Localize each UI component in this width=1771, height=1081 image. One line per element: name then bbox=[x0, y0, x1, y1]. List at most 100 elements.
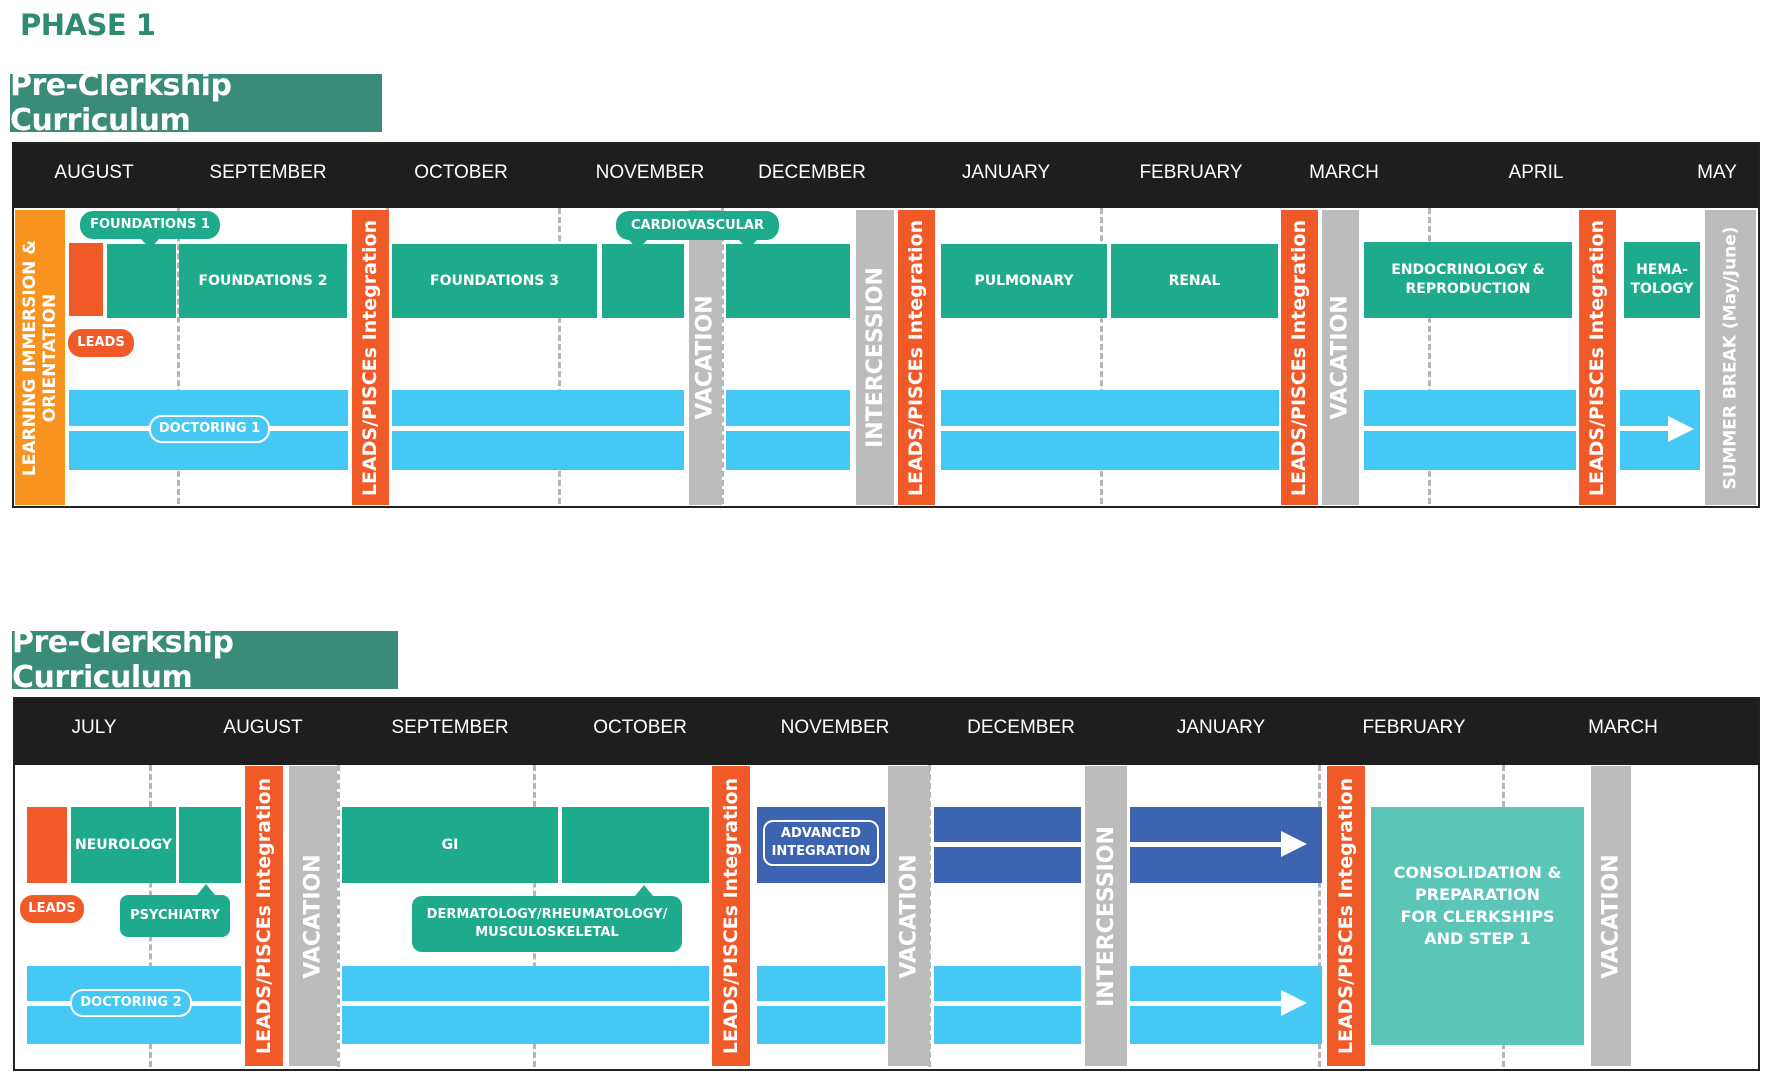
section1-month-bar: AUGUST SEPTEMBER OCTOBER NOVEMBER DECEMB… bbox=[14, 144, 1758, 208]
derm-pill: DERMATOLOGY/RHEUMATOLOGY/ MUSCULOSKELETA… bbox=[412, 896, 682, 952]
month-label: SEPTEMBER bbox=[391, 717, 509, 738]
advanced-line1: ADVANCED bbox=[780, 826, 862, 841]
endocrinology-line1: ENDOCRINOLOGY & bbox=[1391, 262, 1545, 278]
hematology-block: HEMA- TOLOGY bbox=[1624, 242, 1700, 318]
doctoring2-divider-line bbox=[1130, 1001, 1293, 1006]
navy-arrow-icon bbox=[1281, 831, 1307, 857]
endocrinology-block: ENDOCRINOLOGY & REPRODUCTION bbox=[1364, 242, 1572, 318]
psychiatry-caret bbox=[197, 884, 215, 895]
month-label: JULY bbox=[71, 717, 117, 738]
integration-bar-3: LEADS/PISCEs Integration bbox=[1327, 766, 1365, 1066]
advanced-integration-pill: ADVANCED INTEGRATION bbox=[763, 820, 879, 866]
phase-label: PHASE 1 bbox=[20, 8, 156, 42]
consolidation-line1: CONSOLIDATION & bbox=[1393, 863, 1562, 882]
doctoring1-divider-line bbox=[726, 426, 850, 431]
integration-label: LEADS/PISCEs Integration bbox=[253, 777, 275, 1055]
doctoring1-divider-line bbox=[1620, 426, 1680, 431]
leads-pill: LEADS bbox=[20, 895, 84, 923]
integration-label: LEADS/PISCEs Integration bbox=[359, 219, 382, 496]
integration-bar-4: LEADS/PISCEs Integration bbox=[1579, 210, 1616, 505]
derm-block bbox=[562, 807, 709, 883]
integration-bar-1: LEADS/PISCEs Integration bbox=[352, 210, 389, 505]
navy-divider-line bbox=[934, 842, 1081, 847]
foundations1-block bbox=[107, 244, 176, 318]
vacation-bar-1: VACATION bbox=[289, 766, 337, 1066]
leads-block bbox=[69, 243, 103, 316]
month-divider bbox=[1318, 765, 1321, 1067]
intercession-bar: INTERCESSION bbox=[1085, 766, 1127, 1066]
summer-break-bar: SUMMER BREAK (May/June) bbox=[1705, 210, 1756, 505]
cardiovascular-caret-right bbox=[739, 240, 757, 250]
derm-line2: MUSCULOSKELETAL bbox=[475, 925, 619, 940]
learning-immersion-line1: LEARNING IMMERSION & bbox=[20, 239, 41, 476]
month-label: APRIL bbox=[1508, 162, 1564, 183]
integration-label: LEADS/PISCEs Integration bbox=[720, 777, 742, 1055]
section2-title: Pre-Clerkship Curriculum bbox=[12, 625, 398, 695]
consolidation-line2: PREPARATION bbox=[1415, 885, 1540, 904]
month-divider bbox=[721, 208, 724, 504]
psychiatry-block bbox=[179, 807, 241, 883]
neurology-block: NEUROLOGY bbox=[71, 807, 176, 883]
section1-title: Pre-Clerkship Curriculum bbox=[10, 68, 382, 138]
month-divider bbox=[1100, 208, 1103, 504]
month-divider bbox=[1428, 208, 1431, 504]
foundations1-pill: FOUNDATIONS 1 bbox=[80, 211, 220, 239]
vacation-bar-2: VACATION bbox=[1322, 210, 1359, 505]
month-label: OCTOBER bbox=[593, 717, 687, 738]
month-label: JANUARY bbox=[961, 162, 1051, 183]
doctoring1-divider-line bbox=[1364, 426, 1576, 431]
doctoring2-divider-line bbox=[934, 1001, 1081, 1006]
vacation-label: VACATION bbox=[896, 853, 922, 979]
integration-label: LEADS/PISCEs Integration bbox=[1288, 219, 1311, 496]
month-divider bbox=[177, 208, 180, 504]
cardiovascular-block-2 bbox=[726, 244, 850, 318]
doctoring2-pill: DOCTORING 2 bbox=[70, 989, 192, 1017]
month-divider bbox=[558, 208, 561, 504]
leads-pill: LEADS bbox=[68, 329, 134, 357]
advanced-line2: INTEGRATION bbox=[771, 844, 871, 859]
learning-immersion-block: LEARNING IMMERSION &ORIENTATION bbox=[15, 210, 65, 505]
month-label: AUGUST bbox=[223, 717, 303, 738]
psychiatry-pill: PSYCHIATRY bbox=[120, 895, 230, 937]
pulmonary-block: PULMONARY bbox=[941, 244, 1107, 318]
vacation-label: VACATION bbox=[300, 853, 326, 979]
consolidation-line4: AND STEP 1 bbox=[1424, 929, 1531, 948]
doctoring1-divider-line bbox=[392, 426, 684, 431]
month-label: OCTOBER bbox=[414, 162, 508, 183]
intercession-label: INTERCESSION bbox=[862, 267, 888, 448]
navy-divider-line bbox=[1130, 842, 1293, 847]
learning-immersion-line2: ORIENTATION bbox=[40, 293, 61, 422]
integration-label: LEADS/PISCEs Integration bbox=[905, 219, 928, 496]
month-label: FEBRUARY bbox=[1362, 717, 1466, 738]
doctoring2-arrow-icon bbox=[1281, 990, 1307, 1016]
derm-line1: DERMATOLOGY/RHEUMATOLOGY/ bbox=[426, 907, 668, 922]
vacation-bar-3: VACATION bbox=[1591, 766, 1631, 1066]
month-label: DECEMBER bbox=[967, 717, 1075, 738]
hematology-line2: TOLOGY bbox=[1630, 281, 1694, 297]
doctoring2-divider-line bbox=[757, 1001, 885, 1006]
cardiovascular-block-1 bbox=[602, 244, 684, 318]
month-label: MARCH bbox=[1588, 717, 1658, 738]
month-label: NOVEMBER bbox=[780, 717, 890, 738]
month-label: MARCH bbox=[1309, 162, 1379, 183]
vacation-label: VACATION bbox=[1328, 295, 1353, 420]
hematology-line1: HEMA- bbox=[1636, 262, 1688, 278]
derm-caret bbox=[635, 885, 653, 896]
summer-break-label: SUMMER BREAK (May/June) bbox=[1720, 225, 1741, 490]
consolidation-block: CONSOLIDATION & PREPARATION FOR CLERKSHI… bbox=[1371, 807, 1584, 1045]
doctoring2-divider-line bbox=[342, 1001, 709, 1006]
doctoring1-pill: DOCTORING 1 bbox=[149, 415, 270, 443]
doctoring1-divider-line bbox=[941, 426, 1279, 431]
month-label: NOVEMBER bbox=[595, 162, 705, 183]
vacation-label: VACATION bbox=[1598, 853, 1624, 979]
integration-bar-3: LEADS/PISCEs Integration bbox=[1281, 210, 1318, 505]
vacation-label: VACATION bbox=[693, 295, 718, 420]
foundations2-block: FOUNDATIONS 2 bbox=[179, 244, 347, 318]
month-label: AUGUST bbox=[54, 162, 134, 183]
renal-block: RENAL bbox=[1111, 244, 1278, 318]
cardiovascular-caret-left bbox=[629, 240, 647, 250]
month-label: SEPTEMBER bbox=[209, 162, 327, 183]
vacation-bar-2: VACATION bbox=[888, 766, 930, 1066]
endocrinology-line2: REPRODUCTION bbox=[1405, 281, 1531, 297]
month-label: FEBRUARY bbox=[1139, 162, 1243, 183]
